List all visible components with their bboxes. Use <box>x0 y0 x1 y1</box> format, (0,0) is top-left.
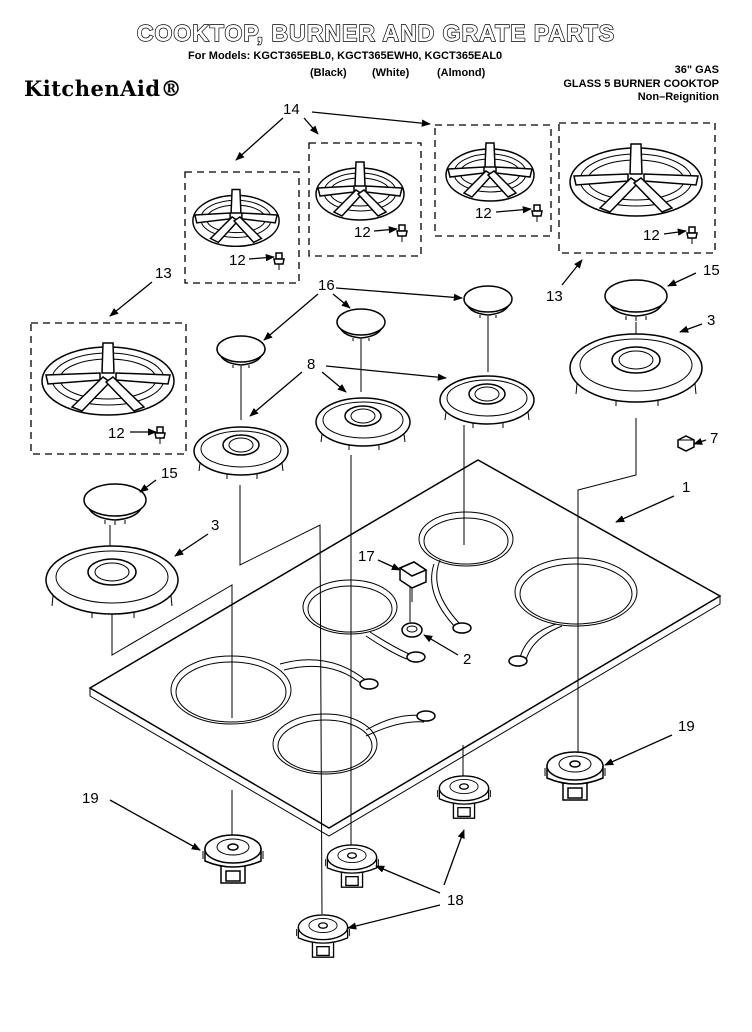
burner-cap-right-large <box>604 279 668 322</box>
callout-labels: 14 13 13 12 12 12 12 12 16 8 15 15 3 3 7… <box>82 101 720 909</box>
brand-logo: KitchenAid® <box>24 76 183 101</box>
burner-cap-left-large <box>83 483 147 526</box>
callout-16: 16 <box>318 277 335 294</box>
glass-cooktop-panel <box>88 459 722 837</box>
callout-14: 14 <box>283 101 300 118</box>
leader-lines <box>109 111 707 930</box>
page-title: COOKTOP, BURNER AND GRATE PARTS <box>136 19 616 46</box>
callout-3-right: 3 <box>707 312 715 329</box>
callout-19-right: 19 <box>678 718 695 735</box>
nut-part <box>677 435 695 452</box>
gas-valve-18-center <box>324 844 380 888</box>
burner-base-center <box>315 397 411 451</box>
burner-base-front-left <box>193 426 289 480</box>
model-numbers: For Models: KGCT365EBL0, KGCT365EWH0, KG… <box>188 50 503 62</box>
callout-3-left: 3 <box>211 517 219 534</box>
callout-12-left: 12 <box>108 425 125 442</box>
finish-black: (Black) <box>310 67 347 79</box>
control-knob-part <box>398 561 428 602</box>
gas-valve-19-right <box>544 751 606 801</box>
grate-box-1 <box>184 171 300 284</box>
callout-1: 1 <box>682 479 690 496</box>
callout-19-left: 19 <box>82 790 99 807</box>
callout-13-left: 13 <box>155 265 172 282</box>
callout-12-c: 12 <box>475 205 492 222</box>
callout-12-b: 12 <box>354 224 371 241</box>
callout-18: 18 <box>447 892 464 909</box>
grate-box-3 <box>434 124 552 237</box>
gas-valve-19-left <box>202 834 264 884</box>
callout-8: 8 <box>307 356 315 373</box>
gas-valve-18-front <box>295 914 351 958</box>
burner-base-left-large <box>45 545 179 619</box>
callout-17: 17 <box>358 548 375 565</box>
spec-fuel: 36" GAS <box>674 64 719 76</box>
finish-white: (White) <box>372 67 410 79</box>
grate-box-2 <box>308 142 422 257</box>
burner-cap-1 <box>216 335 266 370</box>
callout-12-right: 12 <box>643 227 660 244</box>
callout-13-right: 13 <box>546 288 563 305</box>
callout-15-right: 15 <box>703 262 720 279</box>
grate-box-right <box>558 122 716 254</box>
grommet-part <box>401 622 423 638</box>
burner-cap-2 <box>336 308 386 343</box>
spec-ignition: Non–Reignition <box>637 91 719 103</box>
finish-almond: (Almond) <box>437 67 486 79</box>
callout-7: 7 <box>710 430 718 447</box>
burner-base-rear <box>439 375 535 429</box>
callout-12-a: 12 <box>229 252 246 269</box>
spec-description: GLASS 5 BURNER COOKTOP <box>563 78 719 90</box>
callout-15-left: 15 <box>161 465 178 482</box>
grate-box-left <box>30 322 187 455</box>
burner-base-right-large <box>569 333 703 407</box>
alignment-lines <box>109 318 637 915</box>
callout-2: 2 <box>463 651 471 668</box>
gas-valve-18-rear <box>436 775 492 819</box>
burner-cap-3 <box>463 285 513 320</box>
